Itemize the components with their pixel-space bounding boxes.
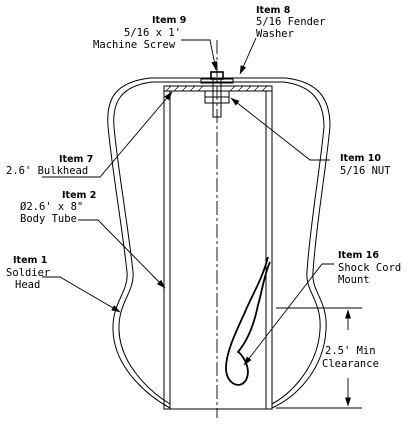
body-tube: [163, 90, 273, 410]
soldier-head-shell: [107, 77, 331, 409]
item8-line1: 5/16 Fender: [256, 16, 326, 28]
callout-item10: Item 10 5/16 NUT: [340, 153, 391, 177]
callout-item9: Item 9 5/16 x 1' Machine Screw: [93, 15, 186, 51]
item10-line1: 5/16 NUT: [340, 165, 391, 177]
item8-title: Item 8: [256, 5, 291, 16]
callout-item7: Item 7 2.6' Bulkhead: [6, 154, 93, 177]
item10-title: Item 10: [340, 153, 381, 164]
item16-title: Item 16: [338, 250, 379, 261]
dimension-label: 2.5' Min Clearance: [322, 345, 379, 370]
bulkhead: [163, 85, 273, 92]
item16-line2: Mount: [338, 274, 370, 286]
item1-line2: Head: [15, 279, 40, 291]
callout-item1: Item 1 Soldier Head: [6, 255, 50, 291]
item1-title: Item 1: [13, 255, 47, 266]
callout-item16: Item 16 Shock Cord Mount: [338, 250, 401, 286]
leader-lines: [42, 37, 334, 366]
shock-cord: [225, 256, 271, 386]
callout-item2: Item 2 Ø2.6' x 8" Body Tube: [20, 190, 96, 225]
dimension-line2: Clearance: [322, 358, 379, 370]
item1-line1: Soldier: [6, 267, 50, 279]
item16-line1: Shock Cord: [338, 262, 401, 274]
item2-title: Item 2: [62, 190, 96, 201]
item9-line1: 5/16 x 1': [124, 27, 181, 39]
clearance-dimension: [276, 307, 362, 409]
item8-line2: Washer: [256, 28, 294, 40]
item2-line1: Ø2.6' x 8": [20, 201, 83, 213]
item2-line2: Body Tube: [20, 213, 77, 225]
dimension-line1: 2.5' Min: [325, 345, 376, 357]
item9-title: Item 9: [152, 15, 186, 26]
item9-line2: Machine Screw: [93, 39, 176, 51]
item7-line1: 2.6' Bulkhead: [6, 165, 88, 177]
item7-title: Item 7: [59, 154, 93, 165]
callout-item8: Item 8 5/16 Fender Washer: [256, 5, 326, 40]
